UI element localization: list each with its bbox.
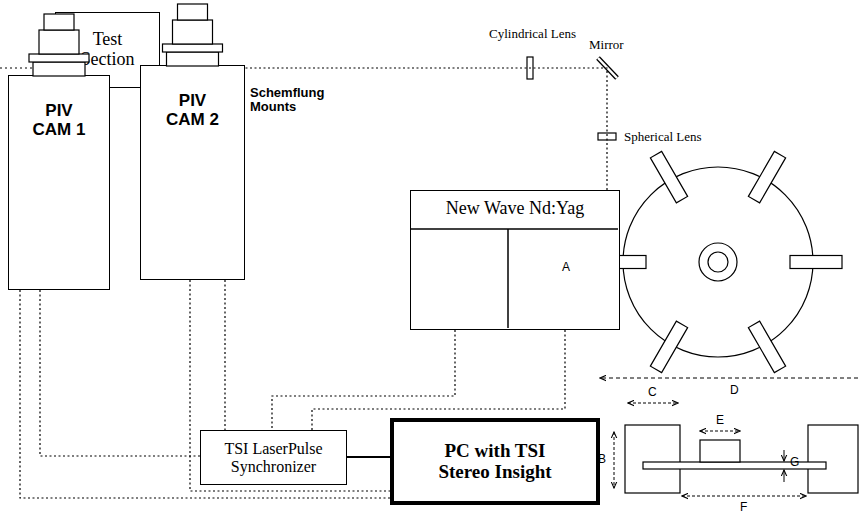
laser-box: New Wave Nd:Yag [410,190,620,330]
camera-body: PIV CAM 2 [140,65,245,280]
cable [20,290,390,498]
cable [312,330,565,430]
part-label: Schemflung Mounts [250,86,334,115]
cable [40,290,200,456]
impeller-top-view [594,151,842,372]
node-label: PIV CAM 2 [162,92,224,129]
dimension-label: C [648,386,657,399]
cable [272,330,455,430]
node-label: PC with TSI Stereo Insight [435,441,555,483]
part-label: Cylindrical Lens [489,27,576,41]
dimension-label: E [716,414,724,427]
cable [224,280,225,430]
dimension-label: B [598,453,606,466]
side-view-dimensions [614,403,806,496]
cable [347,456,390,458]
node-label: New Wave Nd:Yag [446,199,584,219]
node-label: TSI LaserPulse Synchronizer [206,440,341,475]
impeller-side-view [625,425,858,493]
dimension-label: G [790,456,799,469]
cable [190,280,390,491]
camera-body: PIV CAM 1 [8,75,110,290]
dimension-label: D [730,384,739,397]
camera-lens [8,12,110,76]
dimension-label: A [562,261,570,274]
node-label: PIV CAM 1 [28,102,90,139]
part-label: Mirror [589,38,624,52]
pc-box: PC with TSI Stereo Insight [390,418,600,505]
dimension-label: F [740,501,747,514]
synchronizer-box: TSI LaserPulse Synchronizer [200,430,347,485]
part-label: Spherical Lens [624,130,702,144]
dimension-d [600,378,858,379]
camera-lens [140,2,245,66]
